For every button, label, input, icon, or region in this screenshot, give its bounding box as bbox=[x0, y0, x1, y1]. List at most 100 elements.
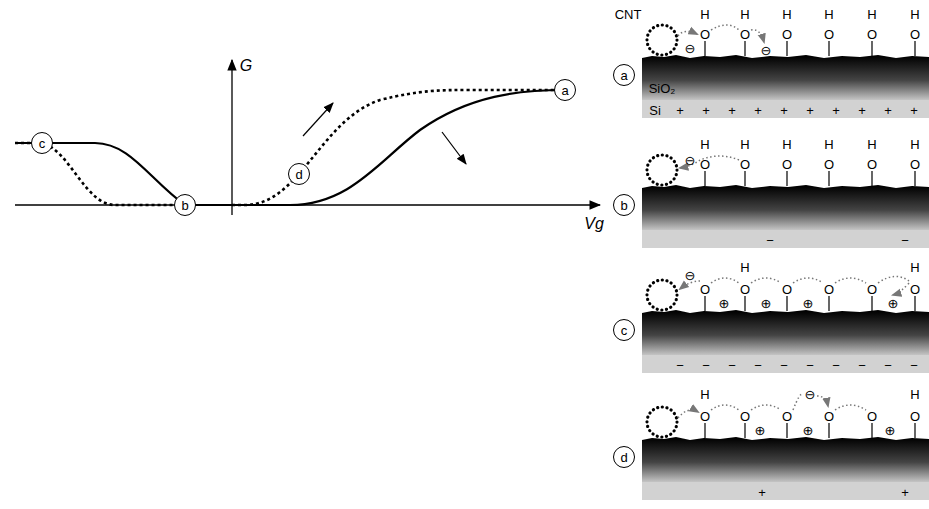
diagram-label: O bbox=[824, 158, 834, 171]
diagram-label: H bbox=[867, 8, 876, 21]
diagram-label: O bbox=[700, 283, 710, 296]
diagram-label: O bbox=[910, 28, 920, 41]
diagram-label: Si bbox=[649, 104, 661, 117]
axis-label: Vg bbox=[584, 216, 604, 232]
diagram-label: H bbox=[782, 8, 791, 21]
panel-a bbox=[642, 25, 929, 118]
diagram-label: H bbox=[700, 8, 709, 21]
panel-d bbox=[642, 394, 929, 500]
diagram-label: − bbox=[858, 359, 866, 372]
circled-letter: b bbox=[174, 194, 196, 216]
diagram-label: O bbox=[867, 28, 877, 41]
diagram-label: + bbox=[676, 104, 684, 117]
diagram-label: O bbox=[700, 410, 710, 423]
diagram-label: − bbox=[728, 359, 736, 372]
panel-c bbox=[642, 276, 929, 373]
diagram-label: O bbox=[867, 158, 877, 171]
diagram-label: + bbox=[858, 104, 866, 117]
diagram-label: + bbox=[780, 104, 788, 117]
diagram-label: ⊖ bbox=[685, 154, 696, 167]
diagram-label: O bbox=[910, 410, 920, 423]
g-axis bbox=[231, 60, 232, 215]
diagram-label: H bbox=[740, 8, 749, 21]
diagram-label: + bbox=[754, 104, 762, 117]
node-letter: d bbox=[620, 451, 627, 464]
sweep-arrow bbox=[303, 103, 333, 136]
diagram-label: ⊖ bbox=[685, 42, 696, 55]
diagram-label: − bbox=[754, 359, 762, 372]
diagram-label: O bbox=[740, 283, 750, 296]
diagram-label: + bbox=[901, 486, 909, 499]
circled-letter: d bbox=[613, 446, 635, 468]
diagram-label: H bbox=[910, 261, 919, 274]
diagram-label: + bbox=[702, 104, 710, 117]
node-letter: b bbox=[620, 199, 627, 212]
diagram-label: H bbox=[867, 138, 876, 151]
diagram-label: O bbox=[824, 28, 834, 41]
diagram-label: − bbox=[766, 234, 774, 247]
node-letter: c bbox=[39, 137, 46, 150]
diagram-label: O bbox=[782, 283, 792, 296]
diagram-label: − bbox=[901, 234, 909, 247]
diagram-label: H bbox=[910, 388, 919, 401]
circled-letter: c bbox=[613, 319, 635, 341]
diagram-label: O bbox=[740, 28, 750, 41]
diagram-label: − bbox=[780, 359, 788, 372]
node-letter: a bbox=[620, 69, 627, 82]
sweep-arrow bbox=[442, 132, 466, 164]
diagram-label: ⊕ bbox=[803, 424, 814, 437]
diagram-label: H bbox=[700, 388, 709, 401]
diagram-label: H bbox=[824, 8, 833, 21]
diagram-label: H bbox=[700, 138, 709, 151]
diagram-label: ⊖ bbox=[761, 44, 772, 57]
diagram-label: O bbox=[867, 410, 877, 423]
node-letter: d bbox=[295, 168, 302, 181]
diagram-label: H bbox=[740, 138, 749, 151]
diagram-label: H bbox=[782, 138, 791, 151]
diagram-label: CNT bbox=[615, 8, 642, 21]
axis-label: G bbox=[240, 58, 252, 74]
diagram-label: H bbox=[910, 8, 919, 21]
node-letter: b bbox=[181, 199, 188, 212]
diagram-label: ⊕ bbox=[761, 297, 772, 310]
diagram-label: O bbox=[740, 410, 750, 423]
diagram-label: O bbox=[700, 158, 710, 171]
diagram-label: ⊕ bbox=[803, 297, 814, 310]
circled-letter: a bbox=[613, 64, 635, 86]
diagram-label: O bbox=[910, 158, 920, 171]
diagram-label: ⊕ bbox=[888, 297, 899, 310]
diagram-label: O bbox=[824, 410, 834, 423]
diagram-label: O bbox=[740, 158, 750, 171]
diagram-label: ⊕ bbox=[755, 424, 766, 437]
node-letter: a bbox=[561, 84, 568, 97]
diagram-label: O bbox=[782, 28, 792, 41]
diagram-label: O bbox=[782, 410, 792, 423]
panel-b bbox=[642, 155, 929, 248]
dashed-curve bbox=[232, 90, 565, 205]
node-letter: c bbox=[621, 324, 628, 337]
circled-letter: d bbox=[288, 163, 310, 185]
circled-letter: c bbox=[31, 132, 53, 154]
solid-curve bbox=[185, 90, 565, 205]
diagram-label: − bbox=[806, 359, 814, 372]
diagram-label: ⊕ bbox=[885, 424, 896, 437]
diagram-label: O bbox=[910, 283, 920, 296]
diagram-label: O bbox=[700, 28, 710, 41]
diagram-label: H bbox=[824, 138, 833, 151]
circled-letter: b bbox=[613, 194, 635, 216]
diagram-label: + bbox=[910, 104, 918, 117]
diagram-label: − bbox=[832, 359, 840, 372]
diagram-label: − bbox=[910, 359, 918, 372]
diagram-label: + bbox=[758, 486, 766, 499]
diagram-label: O bbox=[824, 283, 834, 296]
diagram-label: H bbox=[910, 138, 919, 151]
diagram-label: ⊖ bbox=[805, 388, 816, 401]
diagram-label: − bbox=[702, 359, 710, 372]
diagram-label: + bbox=[884, 104, 892, 117]
diagram-label: + bbox=[832, 104, 840, 117]
diagram-label: − bbox=[676, 359, 684, 372]
diagram-label: O bbox=[782, 158, 792, 171]
diagram-label: + bbox=[728, 104, 736, 117]
